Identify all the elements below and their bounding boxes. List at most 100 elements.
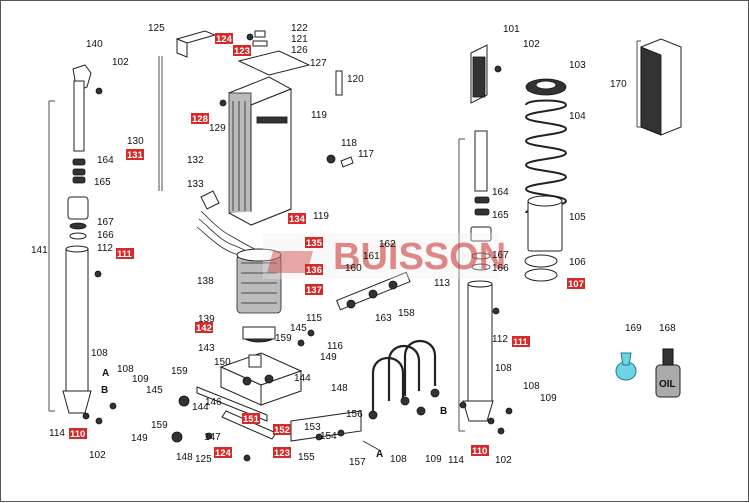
svg-text:135: 135 — [306, 238, 323, 249]
part-label-159: 159 — [171, 366, 188, 377]
part-label-130: 130 — [127, 136, 144, 147]
reservoir-block — [227, 76, 293, 226]
part-label-108: 108 — [495, 363, 512, 374]
highlighted-label-128: 128 — [191, 113, 209, 125]
part-label-116: 116 — [327, 341, 343, 352]
svg-text:134: 134 — [289, 214, 306, 225]
part-label-132: 132 — [187, 155, 204, 166]
part-label-113: 113 — [434, 278, 450, 289]
svg-text:123: 123 — [274, 448, 290, 459]
part-label-106: 106 — [569, 257, 586, 268]
part-label-155: 155 — [298, 452, 315, 463]
highlighted-label-123: 123 — [233, 45, 251, 57]
part-label-133: 133 — [187, 179, 204, 190]
part-label-105: 105 — [569, 212, 586, 223]
svg-text:124: 124 — [215, 448, 232, 459]
part-label-108: 108 — [117, 364, 134, 375]
part-label-119: 119 — [313, 211, 329, 222]
part-label-167: 167 — [492, 250, 509, 261]
part-label-144: 144 — [192, 402, 209, 413]
part-label-126: 126 — [291, 45, 308, 56]
part-label-114: 114 — [49, 428, 65, 439]
part-label-115: 115 — [306, 313, 322, 324]
svg-text:131: 131 — [127, 150, 144, 161]
part-label-156: 156 — [346, 409, 363, 420]
part-label-117: 117 — [358, 149, 374, 160]
part-label-166: 166 — [97, 230, 114, 241]
part-label-112: 112 — [492, 334, 508, 345]
part-label-B: B — [101, 385, 108, 396]
part-label-127: 127 — [310, 58, 327, 69]
part-label-148: 148 — [176, 452, 193, 463]
part-label-158: 158 — [398, 308, 415, 319]
part-label-163: 163 — [375, 313, 392, 324]
rod-assembly — [297, 271, 411, 347]
svg-text:128: 128 — [192, 114, 208, 125]
svg-text:136: 136 — [306, 265, 322, 276]
part-label-119: 119 — [311, 110, 327, 121]
part-label-A: A — [102, 368, 109, 379]
part-label-108: 108 — [523, 381, 540, 392]
part-label-145: 145 — [146, 385, 163, 396]
part-label-159: 159 — [151, 420, 168, 431]
right-cylinder-assembly — [458, 44, 568, 435]
part-label-103: 103 — [569, 60, 586, 71]
part-label-146: 146 — [205, 397, 222, 408]
part-label-122: 122 — [291, 23, 308, 34]
highlighted-label-131: 131 — [126, 149, 144, 161]
part-label-104: 104 — [569, 111, 586, 122]
svg-text:OIL: OIL — [659, 379, 676, 390]
svg-text:110: 110 — [472, 446, 487, 457]
svg-text:111: 111 — [117, 249, 133, 260]
watermark: BUISSON — [263, 233, 506, 279]
part-label-165: 165 — [94, 177, 111, 188]
part-label-140: 140 — [86, 39, 103, 50]
part-label-101: 101 — [503, 24, 520, 35]
part-label-108: 108 — [390, 454, 407, 465]
part-label-109: 109 — [132, 374, 149, 385]
highlighted-label-110: 110 — [69, 428, 87, 440]
highlighted-label-136: 136 — [305, 264, 323, 276]
highlighted-part-labels: 1241231281311111341351361371421101511521… — [69, 33, 585, 459]
svg-text:123: 123 — [234, 46, 250, 57]
part-label-102: 102 — [89, 450, 106, 461]
part-label-153: 153 — [304, 422, 321, 433]
part-label-139: 139 — [198, 314, 215, 325]
part-label-162: 162 — [379, 239, 396, 250]
svg-text:142: 142 — [196, 323, 212, 334]
part-label-114: 114 — [448, 455, 464, 466]
part-label-144: 144 — [294, 373, 311, 384]
svg-text:137: 137 — [306, 285, 322, 296]
highlighted-label-135: 135 — [305, 237, 323, 249]
highlighted-label-152: 152 — [273, 424, 291, 436]
highlighted-label-111: 111 — [116, 248, 134, 260]
part-label-B: B — [440, 406, 447, 417]
watermark-text: BUISSON — [333, 236, 506, 278]
part-label-112: 112 — [97, 243, 113, 254]
part-label-102: 102 — [495, 455, 512, 466]
part-label-120: 120 — [347, 74, 364, 85]
part-label-169: 169 — [625, 323, 642, 334]
highlighted-label-107: 107 — [567, 278, 585, 290]
part-label-160: 160 — [345, 263, 362, 274]
part-label-148: 148 — [331, 383, 348, 394]
part-label-157: 157 — [349, 457, 366, 468]
highlighted-label-142: 142 — [195, 322, 213, 334]
part-label-170: 170 — [610, 79, 627, 90]
pump-motor — [236, 248, 282, 343]
highlighted-label-123: 123 — [273, 447, 291, 459]
part-label-166: 166 — [492, 263, 509, 274]
part-label-165: 165 — [492, 210, 509, 221]
pump-base — [219, 352, 303, 406]
left-cylinder-assembly — [48, 64, 117, 425]
svg-text:110: 110 — [70, 429, 85, 440]
part-label-129: 129 — [209, 123, 226, 134]
highlighted-label-124: 124 — [214, 447, 232, 459]
part-label-154: 154 — [320, 431, 337, 442]
part-label-108: 108 — [91, 348, 108, 359]
part-label-150: 150 — [214, 357, 231, 368]
levers — [171, 386, 362, 462]
hydraulic-hoses — [362, 340, 440, 452]
part-label-102: 102 — [523, 39, 540, 50]
